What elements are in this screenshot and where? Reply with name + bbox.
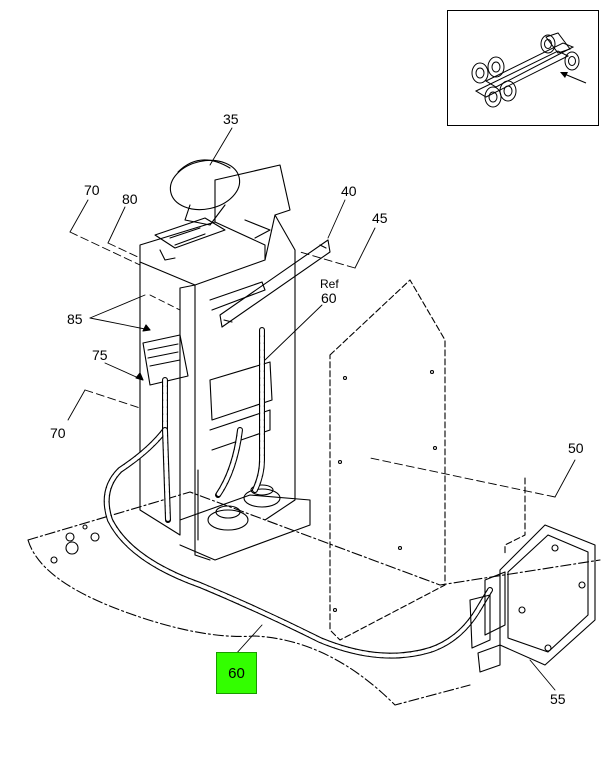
callout-45: 45 [372,210,388,226]
callout-ref-number: 60 [321,290,337,306]
locator-inset [447,10,599,126]
bracket-50 [504,477,526,556]
callout-70-top: 70 [84,182,100,198]
callout-75: 75 [92,347,108,363]
vehicle-chassis-locator-icon [471,32,587,108]
connector-75 [142,334,189,386]
callout-50: 50 [568,440,584,456]
callout-40: 40 [341,183,357,199]
module-55 [499,524,596,666]
callout-55: 55 [550,691,566,707]
top-bar [219,239,331,328]
callout-85: 85 [67,311,83,327]
rear-panel [329,279,446,641]
callout-ref-word: Ref [320,277,339,291]
shifter-tower [139,221,266,286]
highlighted-callout-60[interactable]: 60 [216,652,257,694]
callout-35: 35 [223,111,239,127]
callout-80: 80 [122,191,138,207]
callout-70-bottom: 70 [50,425,66,441]
shift-knob [169,159,241,211]
